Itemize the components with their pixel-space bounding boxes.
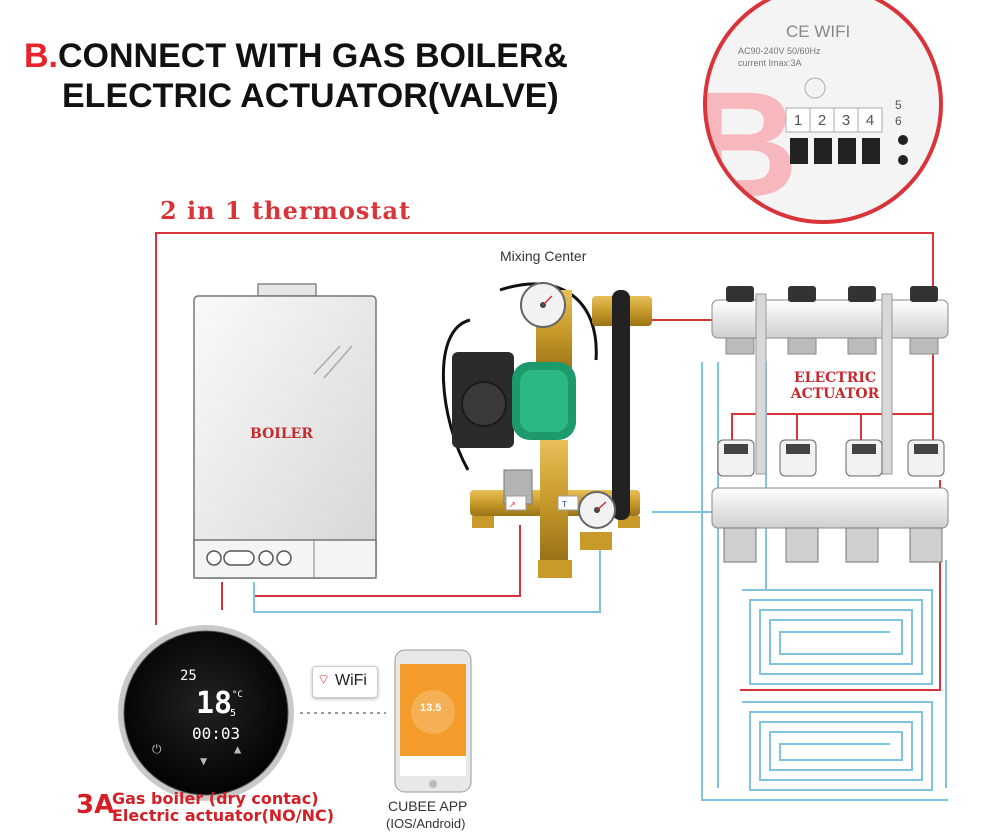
power-icon[interactable]: ⏻ (152, 742, 162, 756)
wifi-icon: ⌔ (317, 671, 331, 687)
down-arrow-icon[interactable]: ▼ (200, 754, 208, 768)
display-setpoint-decimal: 5 (230, 708, 237, 719)
phone-device (394, 649, 472, 793)
page-heading: B.CONNECT WITH GAS BOILER& ELECTRIC ACTU… (24, 36, 568, 116)
display-top-value: 25 (180, 668, 197, 684)
mixing-center-label: Mixing Center (500, 248, 587, 264)
display-unit: °C (232, 690, 243, 700)
app-platforms: (IOS/Android) (386, 816, 466, 831)
manifold-bottom (711, 487, 949, 563)
boiler-label: BOILER (250, 426, 313, 442)
app-temperature: 13.5 (420, 702, 442, 714)
spec-line-1: AC90-240V 50/60Hz (738, 46, 821, 56)
terminal-2: 2 (817, 112, 827, 129)
svg-text:↗: ↗ (509, 500, 516, 509)
load-note: Gas boiler (dry contac) Electric actuato… (112, 790, 334, 824)
electric-actuator-label: ELECTRIC ACTUATOR (780, 370, 890, 402)
thermostat-title: 2 in 1 thermostat (160, 196, 412, 225)
heading-prefix: B. (24, 37, 58, 75)
terminal-4: 4 (865, 112, 875, 129)
load-note-line-1: Gas boiler (dry contac) (112, 789, 319, 808)
spec-line-2: current Imax:3A (738, 58, 802, 68)
terminal-3: 3 (841, 112, 851, 129)
app-name: CUBEE APP (388, 798, 468, 814)
actuator-row (717, 439, 945, 477)
manifold-top (711, 286, 949, 475)
wifi-badge-text: WiFi (335, 672, 367, 689)
up-arrow-icon[interactable]: ▲ (234, 742, 242, 756)
heading-line-1: CONNECT WITH GAS BOILER& (58, 37, 568, 75)
actuator-label-line-1: ELECTRIC (793, 370, 877, 386)
terminal-5: 5 (895, 98, 902, 112)
actuator-label-line-2: ACTUATOR (790, 386, 880, 402)
svg-text:T: T (561, 500, 567, 509)
floor-loop-upper (742, 589, 933, 685)
boiler-unit (193, 283, 377, 579)
heading-line-2: ELECTRIC ACTUATOR(VALVE) (62, 77, 559, 115)
blue-piping (253, 362, 948, 801)
display-setpoint: 18 (196, 686, 233, 721)
terminal-6: 6 (895, 114, 902, 128)
mixing-center: ↗ T (442, 282, 652, 578)
terminal-numbers: 1 2 3 4 (786, 112, 882, 132)
terminal-detail: B (703, 0, 943, 224)
floor-loop-lower (742, 701, 933, 791)
display-clock: 00:03 (192, 724, 241, 743)
cert-text: CE WIFI (786, 22, 851, 41)
thermostat-display: 25 18 °C 5 00:03 ⏻ ▲ ▼ (140, 658, 272, 770)
current-rating: 3A (76, 790, 115, 820)
thermostat-device (118, 625, 294, 801)
load-note-line-2: Electric actuator(NO/NC) (112, 806, 335, 825)
wifi-badge: ⌔ WiFi (312, 666, 378, 698)
terminal-1: 1 (793, 112, 803, 129)
